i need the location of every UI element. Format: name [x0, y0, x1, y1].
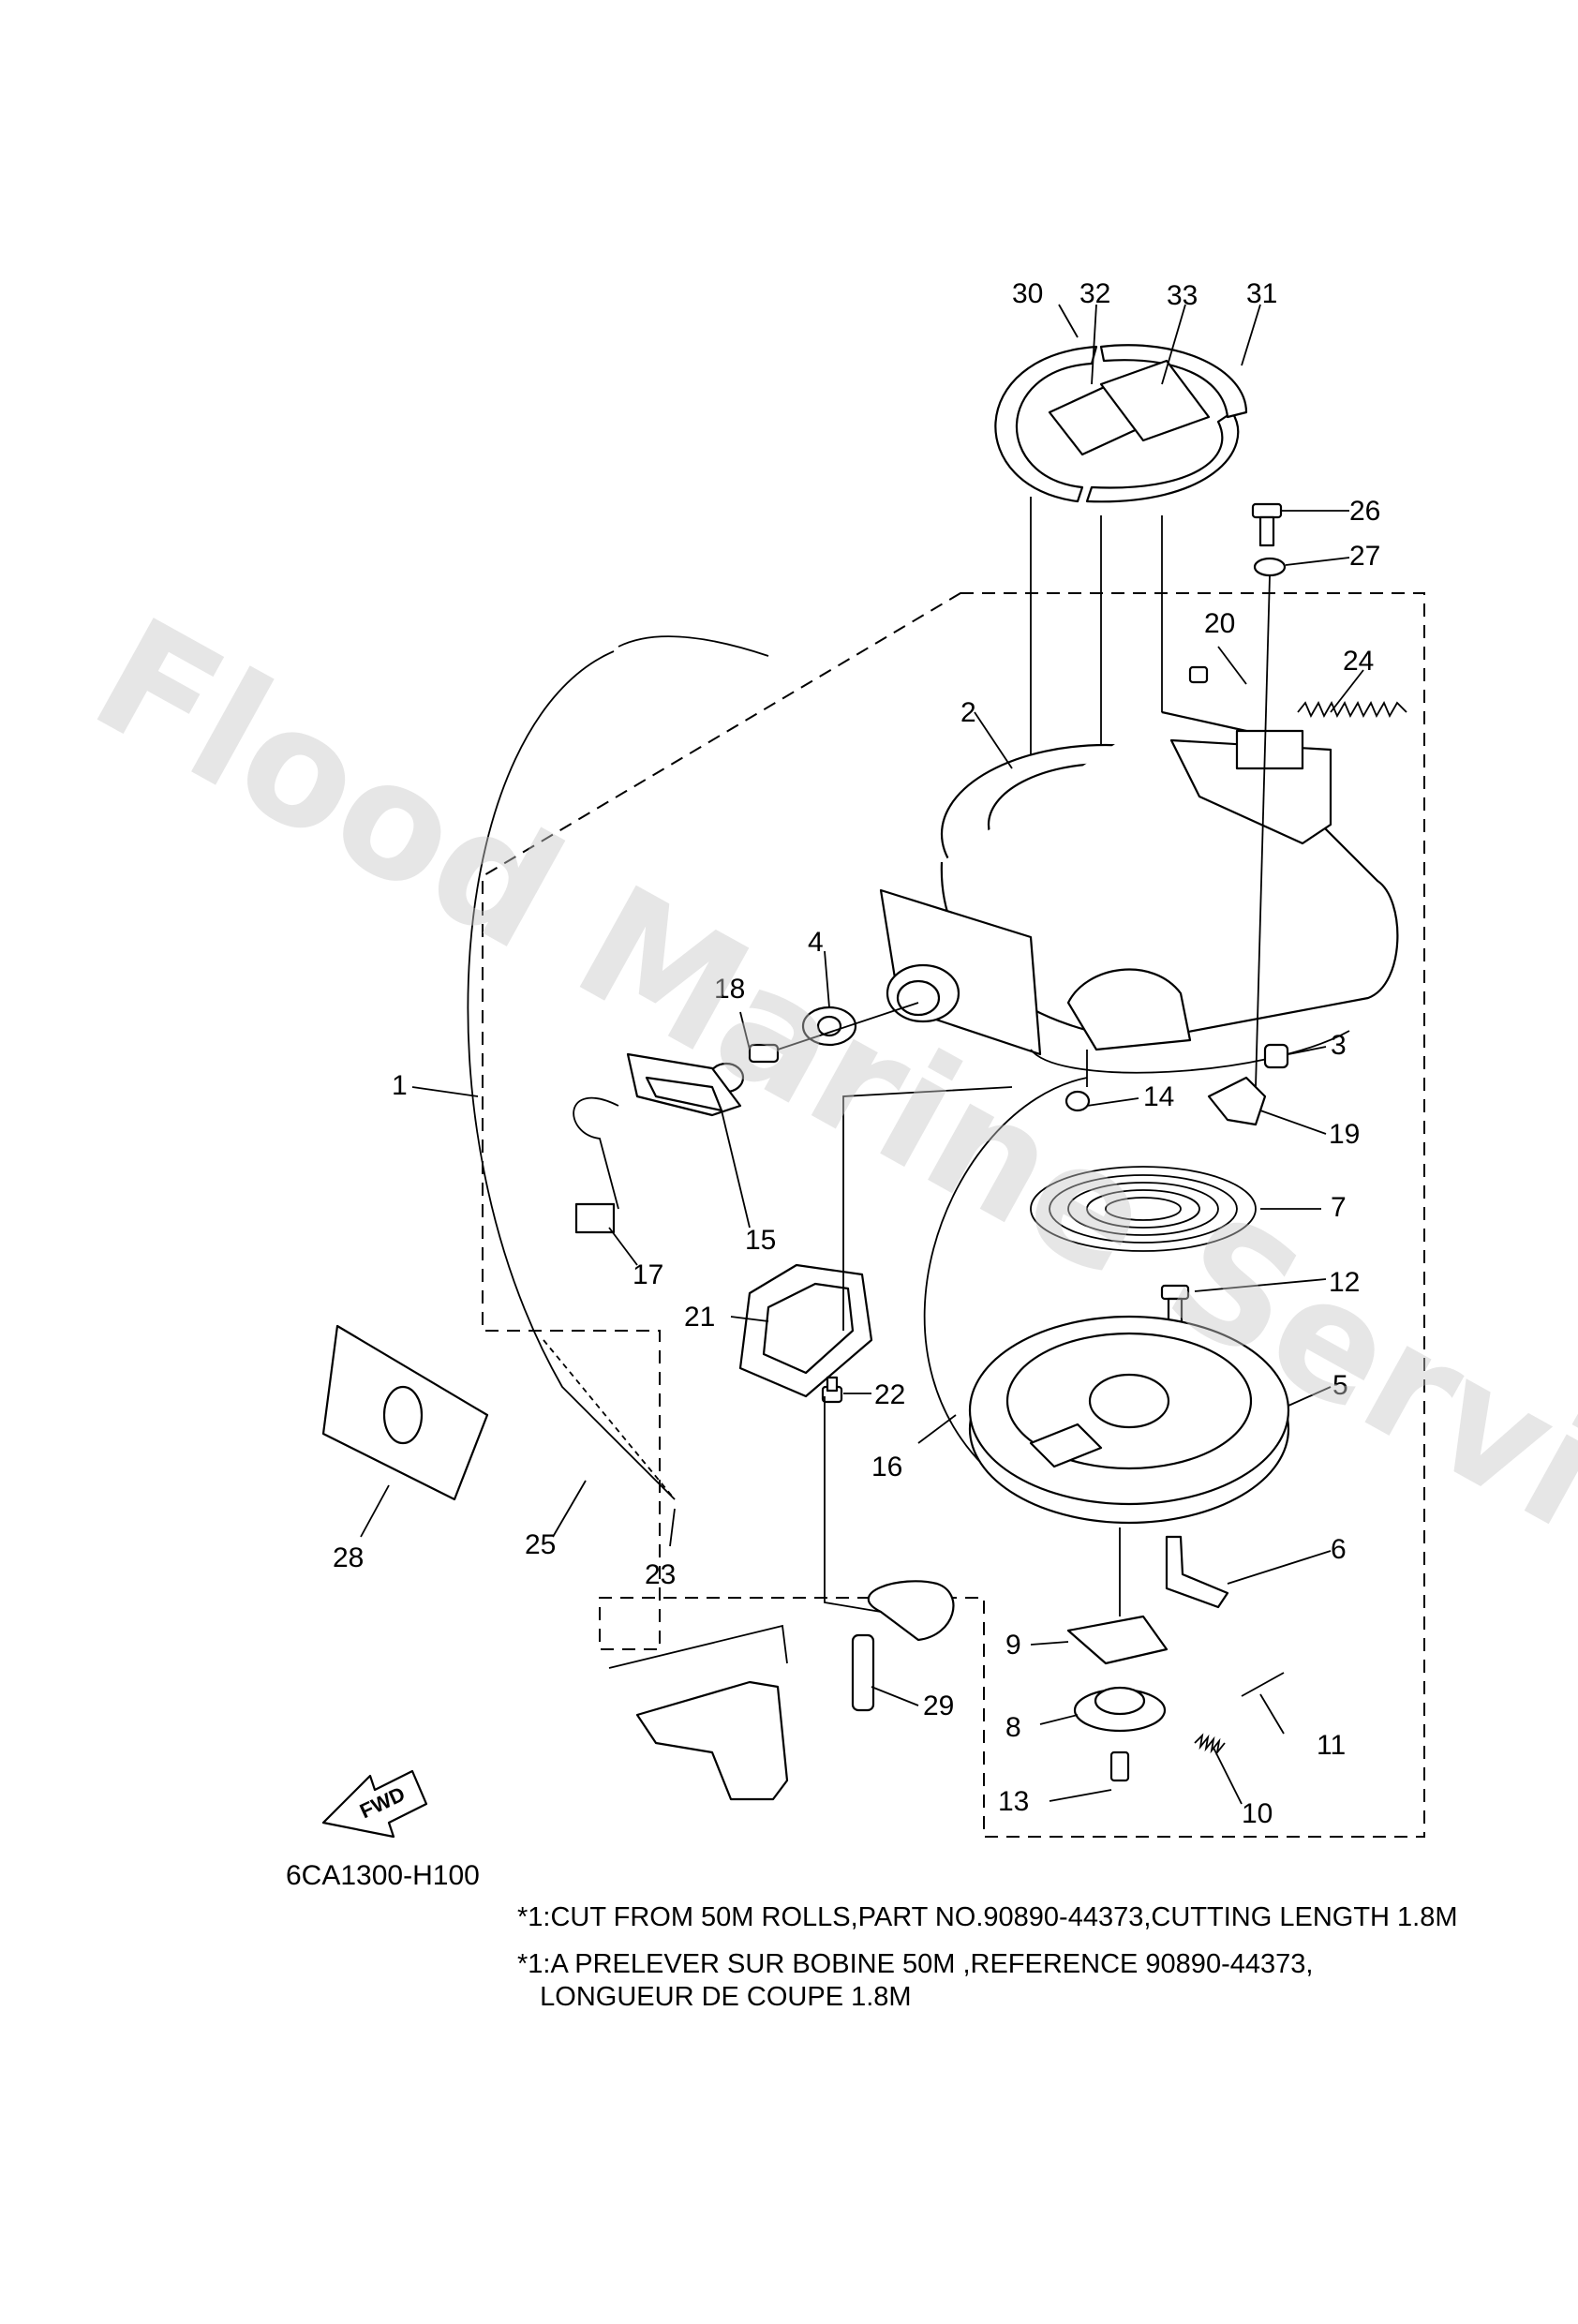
callout-23: 23: [645, 1559, 676, 1590]
callout-31: 31: [1246, 278, 1277, 309]
handle-15: [626, 1052, 742, 1117]
callout-19: 19: [1329, 1119, 1360, 1150]
pad-28: [321, 1324, 489, 1501]
decal-33: [1099, 359, 1211, 442]
bracket-21: [738, 1263, 873, 1398]
bolt-22: [821, 1376, 843, 1404]
callout-24: 24: [1343, 646, 1374, 677]
note-line-2: *1:A PRELEVER SUR BOBINE 50M ,REFERENCE …: [517, 1949, 1314, 1979]
callout-26: 26: [1349, 496, 1380, 527]
callout-2: 2: [960, 697, 976, 728]
cable-25: [467, 650, 676, 1500]
callout-7: 7: [1331, 1192, 1347, 1223]
pulley-5: [968, 1315, 1290, 1525]
callout-18: 18: [714, 974, 745, 1005]
pawl-6: [1165, 1535, 1229, 1609]
callout-32: 32: [1079, 278, 1110, 309]
spring-10: [1194, 1733, 1226, 1756]
diagram-code: 6CA1300-H100: [286, 1860, 480, 1891]
mount-bracket: [635, 1680, 789, 1801]
washer-27: [1253, 557, 1287, 577]
drive-plate-8: [1073, 1686, 1167, 1733]
callout-6: 6: [1331, 1534, 1347, 1565]
callout-12: 12: [1329, 1267, 1360, 1298]
pin-11: [1241, 1672, 1285, 1697]
leader-lines: [360, 304, 1364, 1805]
bolt-26: [1251, 502, 1283, 547]
callout-8: 8: [1005, 1712, 1021, 1743]
bolt-13: [1109, 1750, 1130, 1782]
callout-29: 29: [923, 1691, 954, 1721]
pin-20: [1188, 665, 1209, 684]
choke-rod-assembly: [707, 1002, 919, 1094]
callout-labels: 30 32 33 31 26 27 20 24 2 3 4 18 14 1 19…: [333, 278, 1380, 1829]
fwd-arrow: FWD: [321, 1769, 428, 1839]
callout-20: 20: [1204, 608, 1235, 639]
callout-9: 9: [1005, 1630, 1021, 1661]
callout-21: 21: [684, 1302, 715, 1333]
plate-9: [1066, 1615, 1169, 1665]
callout-33: 33: [1167, 280, 1198, 311]
callout-5: 5: [1332, 1370, 1348, 1401]
callout-30: 30: [1012, 278, 1043, 309]
note-line-3: LONGUEUR DE COUPE 1.8M: [517, 1982, 912, 2012]
spiral-spring-7: [1030, 1166, 1257, 1252]
collar-3: [1263, 1043, 1289, 1069]
callout-17: 17: [633, 1259, 663, 1290]
callout-1: 1: [392, 1070, 408, 1101]
pawl-19: [1207, 1076, 1267, 1126]
callout-10: 10: [1242, 1798, 1273, 1829]
note-line-1: *1:CUT FROM 50M ROLLS,PART NO.90890-4437…: [517, 1902, 1458, 1932]
callout-28: 28: [333, 1542, 364, 1573]
callout-14: 14: [1143, 1081, 1174, 1112]
callout-13: 13: [998, 1786, 1029, 1817]
cable-16: [923, 1077, 1088, 1491]
callout-27: 27: [1349, 541, 1380, 572]
callout-15: 15: [745, 1225, 776, 1256]
assembly-boundary: [482, 592, 1425, 1838]
callout-4: 4: [808, 927, 824, 958]
callout-25: 25: [525, 1529, 556, 1560]
clip-17: [573, 1096, 619, 1234]
spring-24: [1297, 700, 1407, 719]
callout-16: 16: [871, 1452, 902, 1482]
callout-3: 3: [1331, 1030, 1347, 1061]
callout-11: 11: [1317, 1730, 1346, 1761]
connector-29: [851, 1580, 955, 1712]
callout-22: 22: [874, 1379, 905, 1410]
starter-housing: [879, 710, 1399, 1074]
